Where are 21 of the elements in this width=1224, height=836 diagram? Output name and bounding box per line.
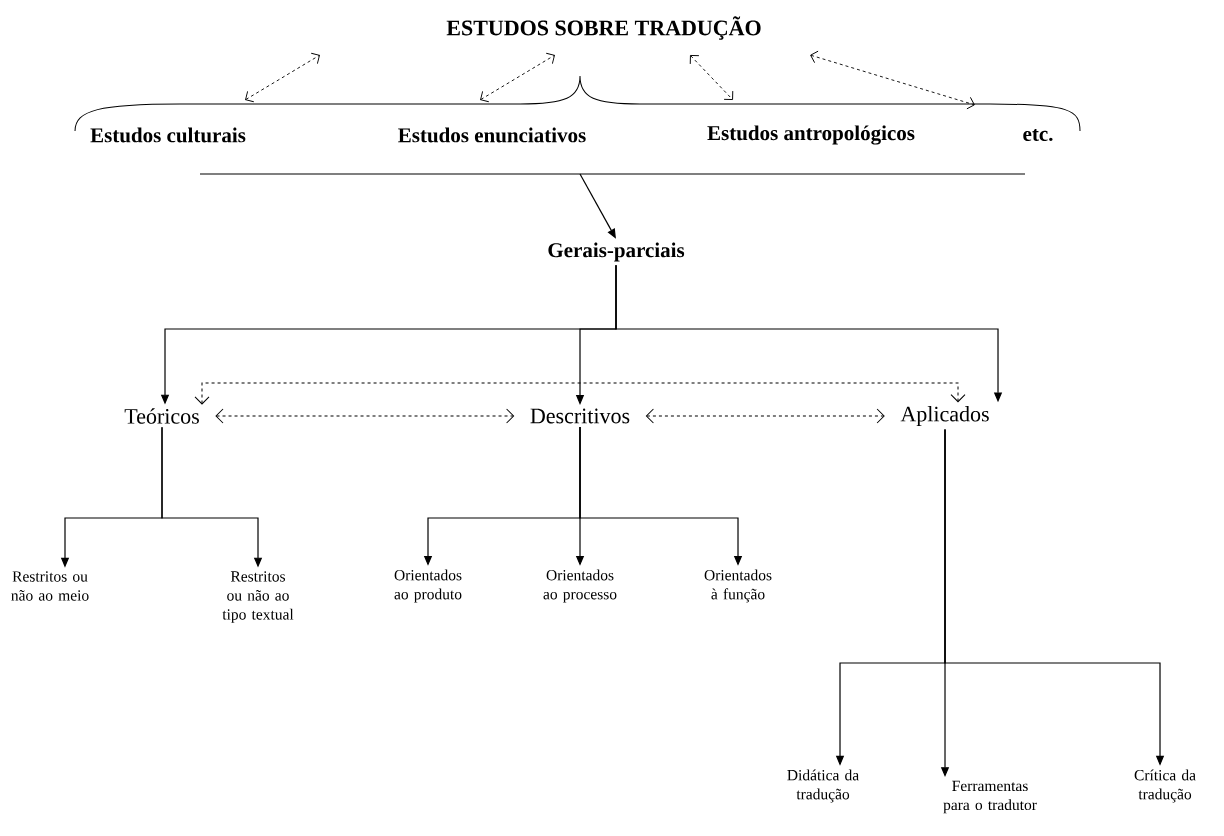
field-label: Estudos culturais [90, 127, 246, 143]
field-label: Estudos antropológicos [707, 125, 915, 145]
heading: ESTUDOS SOBRE TRADUÇÃO [446, 16, 761, 40]
category-label: Orientados ao produto [394, 569, 462, 603]
category-label: Restritos ou não ao tipo textual [222, 571, 294, 623]
category-label: Ferramentas para o tradutor [943, 780, 1037, 814]
arrow [579, 173, 616, 239]
category-label: Crítica da tradução [1134, 769, 1196, 803]
arrow [645, 408, 885, 424]
category-label: Didática da tradução [787, 769, 859, 803]
category-label: Orientados à função [704, 569, 772, 603]
branch-label: Descritivos [530, 408, 630, 424]
field-label: Gerais-parciais [548, 242, 685, 262]
arrow [194, 382, 966, 405]
branch-label: Aplicados [900, 406, 989, 426]
field-label: etc. [1023, 128, 1053, 142]
arrow [215, 408, 515, 424]
category-label: Restritos ou não ao meio [11, 571, 89, 601]
category-label: Orientados ao processo [543, 569, 617, 603]
branch-label: Teóricos [124, 408, 199, 424]
field-label: Estudos enunciativos [398, 127, 586, 143]
